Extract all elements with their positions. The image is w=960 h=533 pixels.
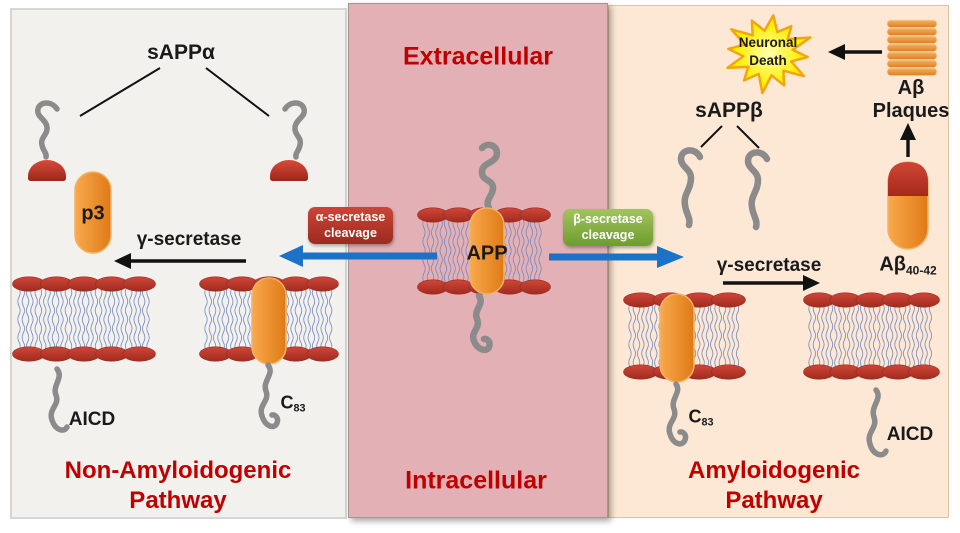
abeta-to-plaques-arrowhead [900, 123, 916, 140]
sapp-alpha-split-lines [79, 67, 270, 117]
alpha-cleavage-line2: cleavage [324, 226, 377, 240]
amyloidogenic-title-line1: Amyloidogenic [687, 457, 861, 484]
lipid-head [711, 292, 746, 308]
c83-tail-left [258, 362, 281, 430]
amyloidogenic-title-line2: Pathway [725, 487, 823, 514]
lipid-head [122, 276, 156, 292]
membrane-bilayer [12, 276, 156, 362]
c83-protein-left [251, 277, 287, 365]
panel-non-amyloidogenic [10, 8, 347, 519]
abeta-plaques-line1: Aβ [897, 77, 925, 99]
sapp-alpha-fragment-right-head [270, 160, 308, 181]
c83-right-label: C83 [688, 406, 714, 429]
abeta-plaque-bar [886, 43, 938, 53]
beta-cleavage-line1: β-secretase [573, 212, 643, 226]
alpha-secretase-cleavage-box: α-secretase cleavage [308, 207, 393, 244]
abeta-plaque-bar [886, 35, 938, 45]
abeta-40-42-label: Aβ40-42 [879, 253, 937, 278]
sapp-beta-fragment-left [677, 147, 704, 229]
app-label: APP [466, 242, 508, 265]
lipid-head [711, 364, 746, 380]
lipid-head [908, 364, 940, 380]
c83-tail-right [666, 381, 689, 447]
sapp-alpha-fragment-right-tail [282, 100, 307, 160]
gamma-secretase-right-label: γ-secretase [716, 255, 822, 276]
abeta-plaque-bar [886, 27, 938, 37]
extracellular-label: Extracellular [402, 42, 554, 71]
aicd-tail-right [866, 387, 889, 458]
gamma-secretase-right-arrowhead [803, 275, 820, 291]
intracellular-label: Intracellular [405, 466, 547, 495]
aicd-right-label: AICD [886, 424, 934, 445]
non-amyloidogenic-title-line2: Pathway [129, 487, 227, 514]
alpha-cleavage-line1: α-secretase [315, 210, 386, 224]
lipid-head [306, 276, 339, 292]
sapp-beta-fragment-right [744, 149, 771, 231]
membrane-bilayer [803, 292, 940, 380]
sapp-alpha-fragment-left-tail [35, 100, 60, 160]
aicd-tail-left [48, 366, 70, 433]
neuronal-death-label: Neuronal Death [739, 34, 798, 70]
gamma-secretase-left-label: γ-secretase [136, 229, 242, 250]
abeta-plaques-stack [886, 19, 938, 77]
sapp-alpha-label: sAPPα [147, 41, 215, 64]
sapp-beta-split-lines [700, 125, 760, 149]
abeta-plaque-bar [886, 59, 938, 69]
gamma-secretase-left-arrowhead [114, 253, 131, 269]
plaques-to-death-arrowhead [828, 44, 845, 60]
lipid-head [306, 346, 339, 362]
neuronal-death-line2: Death [749, 53, 787, 68]
non-amyloidogenic-title-line1: Non-Amyloidogenic [64, 457, 292, 484]
beta-cleavage-arrowhead [657, 246, 684, 268]
lipid-head [122, 346, 156, 362]
sapp-alpha-fragment-left-head [28, 160, 66, 181]
app-protein [469, 207, 505, 295]
sapp-beta-label: sAPPβ [695, 99, 763, 122]
lipid-tails [17, 287, 150, 351]
non-amyloidogenic-title: Non-Amyloidogenic Pathway [65, 456, 292, 516]
abeta-plaque-bar [886, 67, 938, 77]
abeta-plaques-label: Aβ Plaques [873, 77, 950, 123]
abeta-plaques-line2: Plaques [872, 100, 950, 122]
aicd-left-label: AICD [68, 409, 116, 430]
alpha-cleavage-arrowhead [279, 245, 303, 267]
lipid-head [908, 292, 940, 308]
p3-protein [74, 171, 112, 254]
p3-label: p3 [81, 202, 105, 225]
amyloidogenic-title: Amyloidogenic Pathway [688, 456, 860, 516]
lipid-tails [808, 303, 932, 369]
abeta-plaque-bar [886, 51, 938, 61]
c83-left-label: C83 [280, 392, 306, 415]
lipid-head [519, 279, 551, 295]
app-extracellular-tail [478, 141, 501, 212]
beta-secretase-cleavage-box: β-secretase cleavage [563, 209, 653, 246]
abeta-plaque-bar [886, 19, 938, 29]
abeta-protein-cap [888, 162, 928, 196]
neuronal-death-line1: Neuronal [738, 35, 798, 50]
beta-cleavage-line2: cleavage [581, 228, 635, 242]
c83-protein-right [659, 293, 695, 383]
neuronal-death-starburst [726, 14, 812, 95]
app-intracellular-tail [469, 292, 493, 354]
lipid-head [519, 207, 551, 223]
